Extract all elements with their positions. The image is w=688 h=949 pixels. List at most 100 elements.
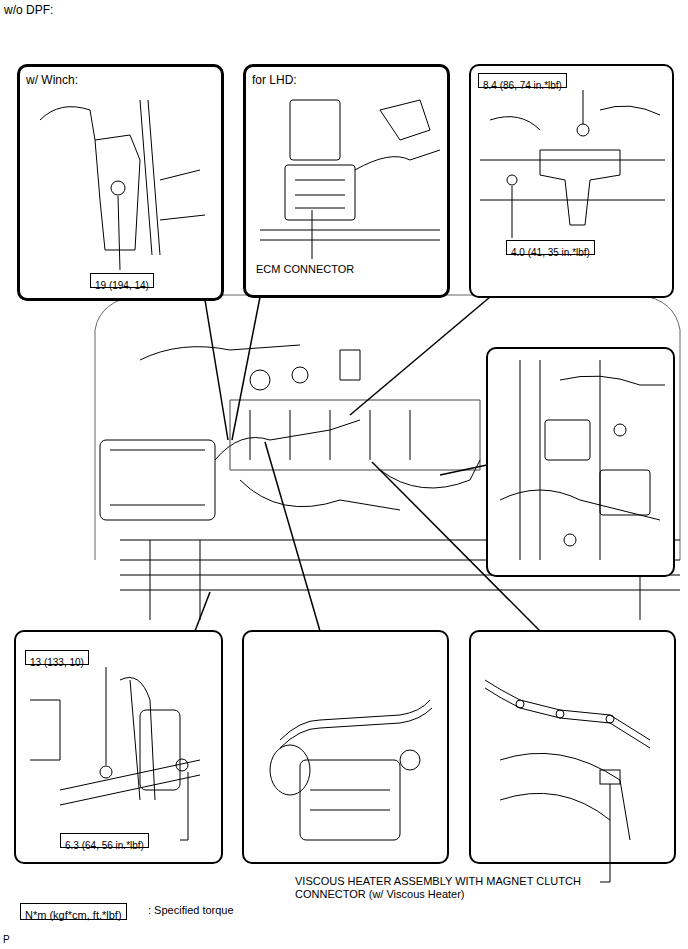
- drawing-stroke: [583, 90, 584, 124]
- drawing-stroke: [244, 65, 449, 297]
- drawing-stroke: [507, 175, 517, 185]
- drawing-stroke: [205, 300, 228, 440]
- torque-spec-box: 4.0 (41, 35 in.*lbf): [506, 240, 595, 255]
- page-mark: P: [3, 934, 10, 946]
- drawing-stroke: [312, 210, 313, 259]
- drawing-stroke: [100, 766, 112, 778]
- drawing-stroke: [106, 667, 107, 765]
- part-label: ECM CONNECTOR: [254, 263, 356, 276]
- drawing-stroke: [140, 710, 180, 790]
- drawing-stroke: [260, 230, 440, 240]
- drawing-stroke: [270, 745, 310, 795]
- drawing-stroke: [490, 106, 660, 130]
- drawing-stroke: [300, 760, 400, 840]
- drawing-stroke: [243, 631, 448, 863]
- drawing-stroke: [487, 348, 674, 576]
- torque-spec-box: 8.4 (86, 74 in.*lbf): [478, 73, 567, 88]
- drawing-stroke: [614, 424, 626, 436]
- drawing-stroke: [600, 770, 620, 784]
- bottom-right-inset-sketch: [485, 680, 650, 882]
- drawing-stroke: [60, 760, 200, 805]
- drawing-stroke: [556, 710, 564, 718]
- drawing-stroke: [512, 186, 513, 238]
- drawing-stroke: [180, 772, 188, 840]
- drawing-stroke: [520, 360, 600, 560]
- drawing-stroke: [111, 181, 125, 195]
- drawing-stroke: [340, 350, 360, 380]
- drawing-stroke: [606, 715, 614, 723]
- drawing-stroke: [292, 367, 308, 383]
- drawing-stroke: [540, 150, 620, 225]
- inset-panel: for LHD: ECM CONNECTOR: [244, 65, 449, 297]
- drawing-stroke: [480, 160, 665, 200]
- drawing-stroke: [250, 410, 410, 460]
- drawing-stroke: [350, 297, 490, 415]
- winch-inset-sketch: [40, 100, 205, 270]
- bottom-left-inset-sketch: [30, 667, 200, 840]
- mid-right-inset-sketch: [500, 360, 665, 560]
- drawing-stroke: [285, 165, 355, 220]
- drawing-stroke: [118, 196, 120, 270]
- drawing-stroke: [560, 376, 665, 385]
- inset-heading: for LHD:: [252, 73, 297, 87]
- drawing-stroke: [470, 65, 673, 297]
- inset-heading: w/ Winch:: [26, 73, 78, 87]
- drawing-stroke: [110, 450, 205, 505]
- drawing-stroke: [470, 631, 675, 863]
- ecm-inset-sketch: [260, 100, 440, 259]
- drawing-stroke: [545, 420, 590, 460]
- drawing-stroke: [40, 107, 95, 140]
- torque-value: 6.3 (64, 56 in.*lbf): [65, 840, 144, 852]
- drawing-stroke: [95, 135, 140, 250]
- torque-value: 8.4 (86, 74 in.*lbf): [483, 80, 562, 92]
- drawing-stroke: [380, 100, 430, 140]
- drawing-stroke: [280, 708, 432, 748]
- drawing-stroke: [500, 490, 660, 520]
- drawing-stroke: [400, 750, 420, 770]
- torque-value: N*m (kgf*cm, ft.*lbf): [25, 909, 122, 922]
- drawing-stroke: [564, 534, 576, 546]
- drawing-stroke: [380, 460, 480, 488]
- drawing-stroke: [140, 345, 300, 360]
- drawing-stroke: [290, 100, 340, 160]
- drawing-stroke: [355, 150, 440, 170]
- inset-frames: [15, 65, 675, 863]
- torque-value: 19 (194, 14): [95, 280, 149, 292]
- drawing-stroke: [485, 688, 650, 748]
- drawing-stroke: [577, 124, 589, 136]
- drawing-stroke: [95, 330, 96, 560]
- torque-spec-box: 13 (133, 10): [25, 650, 89, 665]
- drawing-stroke: [195, 592, 210, 631]
- drawing-stroke: [30, 700, 60, 760]
- drawing-stroke: [516, 700, 524, 708]
- drawing-stroke: [15, 631, 222, 863]
- torque-spec-box: 6.3 (64, 56 in.*lbf): [60, 833, 149, 848]
- drawing-stroke: [120, 678, 155, 801]
- torque-legend-box: N*m (kgf*cm, ft.*lbf): [20, 903, 127, 920]
- drawing-stroke: [176, 759, 188, 771]
- drawing-stroke: [310, 790, 390, 810]
- drawing-stroke: [440, 465, 487, 475]
- drawing-stroke: [160, 170, 205, 220]
- drawing-stroke: [295, 180, 345, 208]
- drawing-stroke: [240, 480, 400, 510]
- drawing-stroke: [265, 442, 320, 631]
- inset-panel: w/ Winch: 19 (194, 14): [18, 65, 223, 300]
- drawing-stroke: [215, 420, 360, 460]
- drawing-stroke: [18, 65, 223, 300]
- torque-spec-box: 19 (194, 14): [90, 273, 154, 288]
- drawing-stroke: [100, 440, 215, 520]
- main-engine-bay: [95, 295, 680, 620]
- bottom-mid-inset-sketch: [270, 700, 432, 840]
- drawing-stroke: [232, 297, 260, 440]
- drawing-stroke: [600, 784, 610, 882]
- drawing-stroke: [600, 470, 650, 515]
- torque-value: 4.0 (41, 35 in.*lbf): [511, 247, 590, 259]
- drawing-stroke: [485, 680, 650, 740]
- drawing-stroke: [140, 100, 160, 255]
- drawing-stroke: [250, 370, 270, 390]
- diagram-title: w/o DPF:: [4, 3, 53, 17]
- drawing-stroke: [280, 700, 430, 740]
- top-right-inset-sketch: [480, 90, 665, 238]
